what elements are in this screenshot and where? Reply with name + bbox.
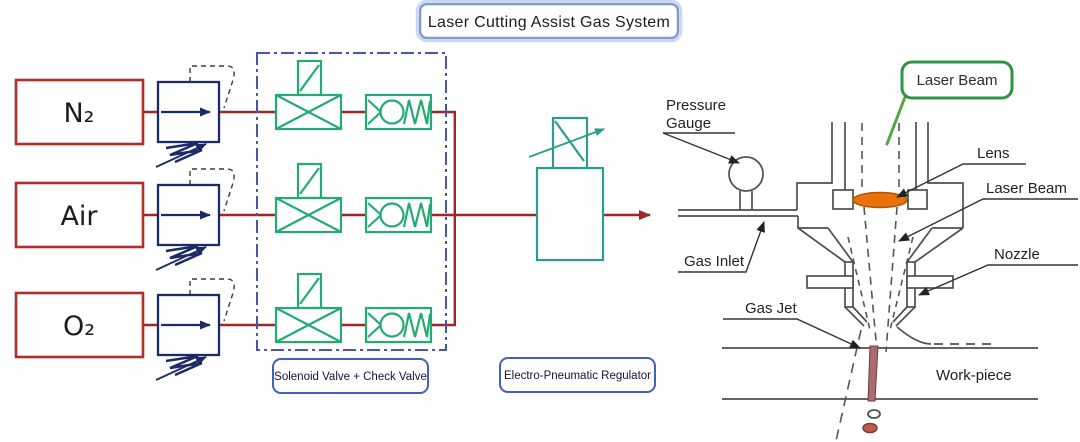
spring-icon <box>165 244 203 267</box>
gas-source-n2-box <box>14 78 145 146</box>
nozzle-flange <box>906 275 954 289</box>
pressure-gauge-icon <box>728 156 764 192</box>
lens-holder <box>907 189 928 210</box>
laser-beam-callout-label: Laser Beam <box>917 72 998 89</box>
droplet <box>862 422 878 434</box>
droplet <box>867 409 881 419</box>
laser-beam-callout: Laser Beam <box>885 60 1014 146</box>
electro-pneumatic-regulator-symbol <box>528 116 605 262</box>
gas-jet-label: Gas Jet <box>745 300 798 317</box>
gas-source-n2-label: N₂ <box>63 98 94 129</box>
workpiece-surface <box>722 347 1038 400</box>
laser-beam-dashed-lines <box>835 123 914 442</box>
adjust-arrow-icon <box>155 143 207 168</box>
solenoid-check-group-box <box>256 52 447 351</box>
gas-pipe-lines <box>143 110 651 327</box>
lens-leader <box>896 163 1026 198</box>
nozzle-leader <box>918 264 1078 296</box>
gas-jet-leader <box>723 318 861 349</box>
stage-label-tags: Solenoid Valve + Check Valve Electro-Pne… <box>272 357 656 394</box>
laser-beam-leader <box>898 198 1078 242</box>
solenoid-check-label-box <box>272 358 429 394</box>
callout-leader <box>885 95 907 146</box>
gas-source-air-box <box>14 181 145 249</box>
gas-source-boxes: N₂ Air O₂ <box>14 78 145 359</box>
nozzle-label: Nozzle <box>994 246 1040 263</box>
gas-jet-dashed-line <box>835 329 862 442</box>
adjust-arrow-icon <box>528 128 605 158</box>
gas-inlet-label: Gas Inlet <box>684 253 745 270</box>
check-valve-symbols <box>364 93 433 344</box>
gas-source-o2-label: O₂ <box>63 311 95 342</box>
gas-inlet-leader <box>678 221 765 273</box>
pressure-gauge-leader <box>662 132 740 164</box>
gas-source-o2-box <box>14 291 145 359</box>
nozzle-flange <box>806 275 854 289</box>
gas-source-air-label: Air <box>60 201 98 232</box>
diagram-title-box: Laser Cutting Assist Gas System <box>415 0 683 43</box>
spring-icon <box>165 354 203 377</box>
laser-beam-label: Laser Beam <box>986 180 1067 197</box>
diagram-title: Laser Cutting Assist Gas System <box>428 14 670 31</box>
pressure-regulator-symbols <box>155 65 235 381</box>
spring-icon <box>165 141 203 164</box>
epr-label-box <box>499 357 656 393</box>
lens-holder <box>832 189 854 210</box>
pressure-gauge-label-line1: Pressure <box>666 97 726 114</box>
gas-inlet-pipe <box>678 209 798 217</box>
adjust-arrow-icon <box>155 356 207 381</box>
adjust-arrow-icon <box>155 246 207 271</box>
lens-label: Lens <box>977 145 1010 162</box>
lens-icon <box>852 191 908 209</box>
pressure-gauge-label-line2: Gauge <box>666 115 711 132</box>
kerf-cut <box>867 345 879 402</box>
solenoid-valve-symbols <box>274 59 343 344</box>
annotation-labels: Pressure Gauge Gas Inlet Lens Laser Beam… <box>666 97 1067 384</box>
annotation-leaders <box>662 132 1078 349</box>
solenoid-check-label: Solenoid Valve + Check Valve <box>274 371 427 383</box>
epr-label: Electro-Pneumatic Regulator <box>504 370 651 382</box>
nozzle-tip <box>844 306 916 327</box>
work-piece-label: Work-piece <box>936 367 1012 384</box>
